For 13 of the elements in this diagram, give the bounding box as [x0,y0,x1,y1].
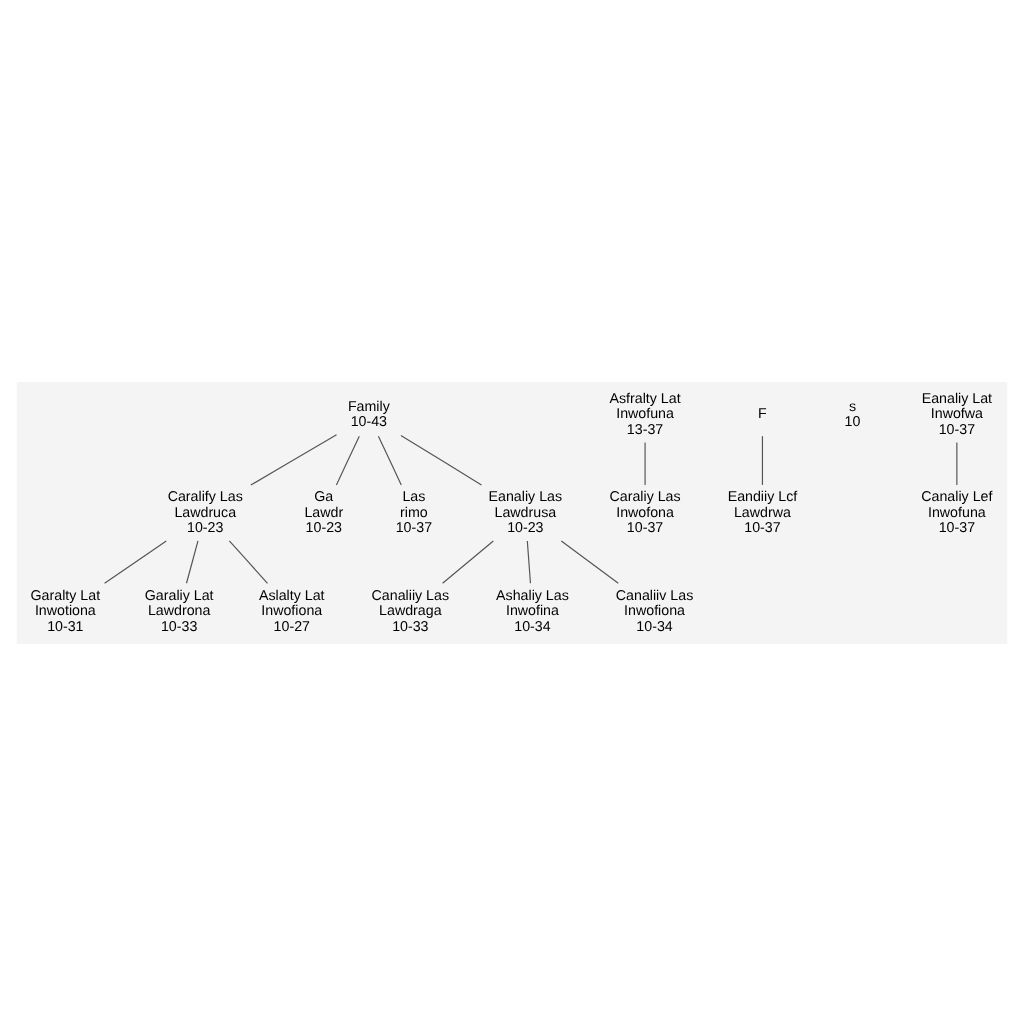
connector [400,433,483,485]
connector [228,539,269,583]
connector [185,539,199,583]
connector [644,440,646,485]
connector [442,539,494,583]
connector [560,539,619,583]
connector [104,539,167,583]
connector [761,434,764,485]
connector [250,433,338,485]
connector [526,539,532,583]
connector [335,434,360,485]
connector [956,440,958,485]
connector [377,434,402,485]
